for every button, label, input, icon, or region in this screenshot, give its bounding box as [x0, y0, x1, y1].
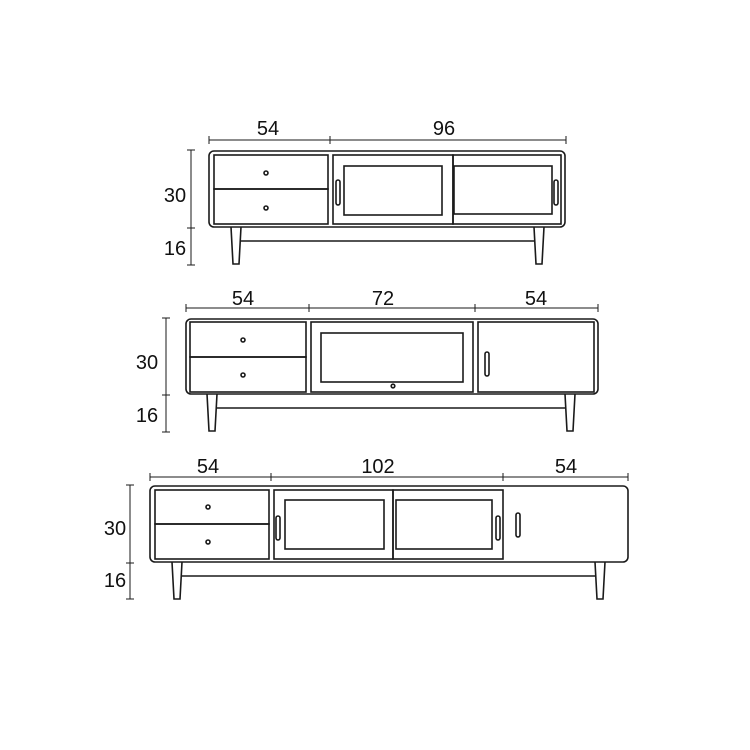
dimension-lines: [187, 136, 567, 266]
height-label: 30: [104, 518, 126, 540]
width-label: 72: [372, 288, 394, 310]
width-label: 54: [257, 118, 279, 140]
cabinet-1: 54 96 30 16: [164, 118, 567, 266]
width-label: 54: [197, 456, 219, 478]
width-label: 54: [232, 288, 254, 310]
leg-height-label: 16: [164, 238, 186, 260]
cabinet-2: 54 72 54 30 16: [136, 288, 599, 433]
dimension-lines: [162, 304, 599, 433]
width-label: 96: [433, 118, 455, 140]
height-label: 30: [164, 185, 186, 207]
height-label: 30: [136, 352, 158, 374]
leg-height-label: 16: [136, 405, 158, 427]
cabinet-body: [185, 318, 599, 432]
cabinet-body: [149, 485, 629, 600]
width-label: 54: [555, 456, 577, 478]
dimension-lines: [126, 473, 629, 600]
leg-height-label: 16: [104, 570, 126, 592]
cabinet-body: [208, 150, 566, 265]
width-label: 102: [361, 456, 394, 478]
width-label: 54: [525, 288, 547, 310]
cabinet-3: 54 102 54 30 16: [104, 456, 629, 600]
